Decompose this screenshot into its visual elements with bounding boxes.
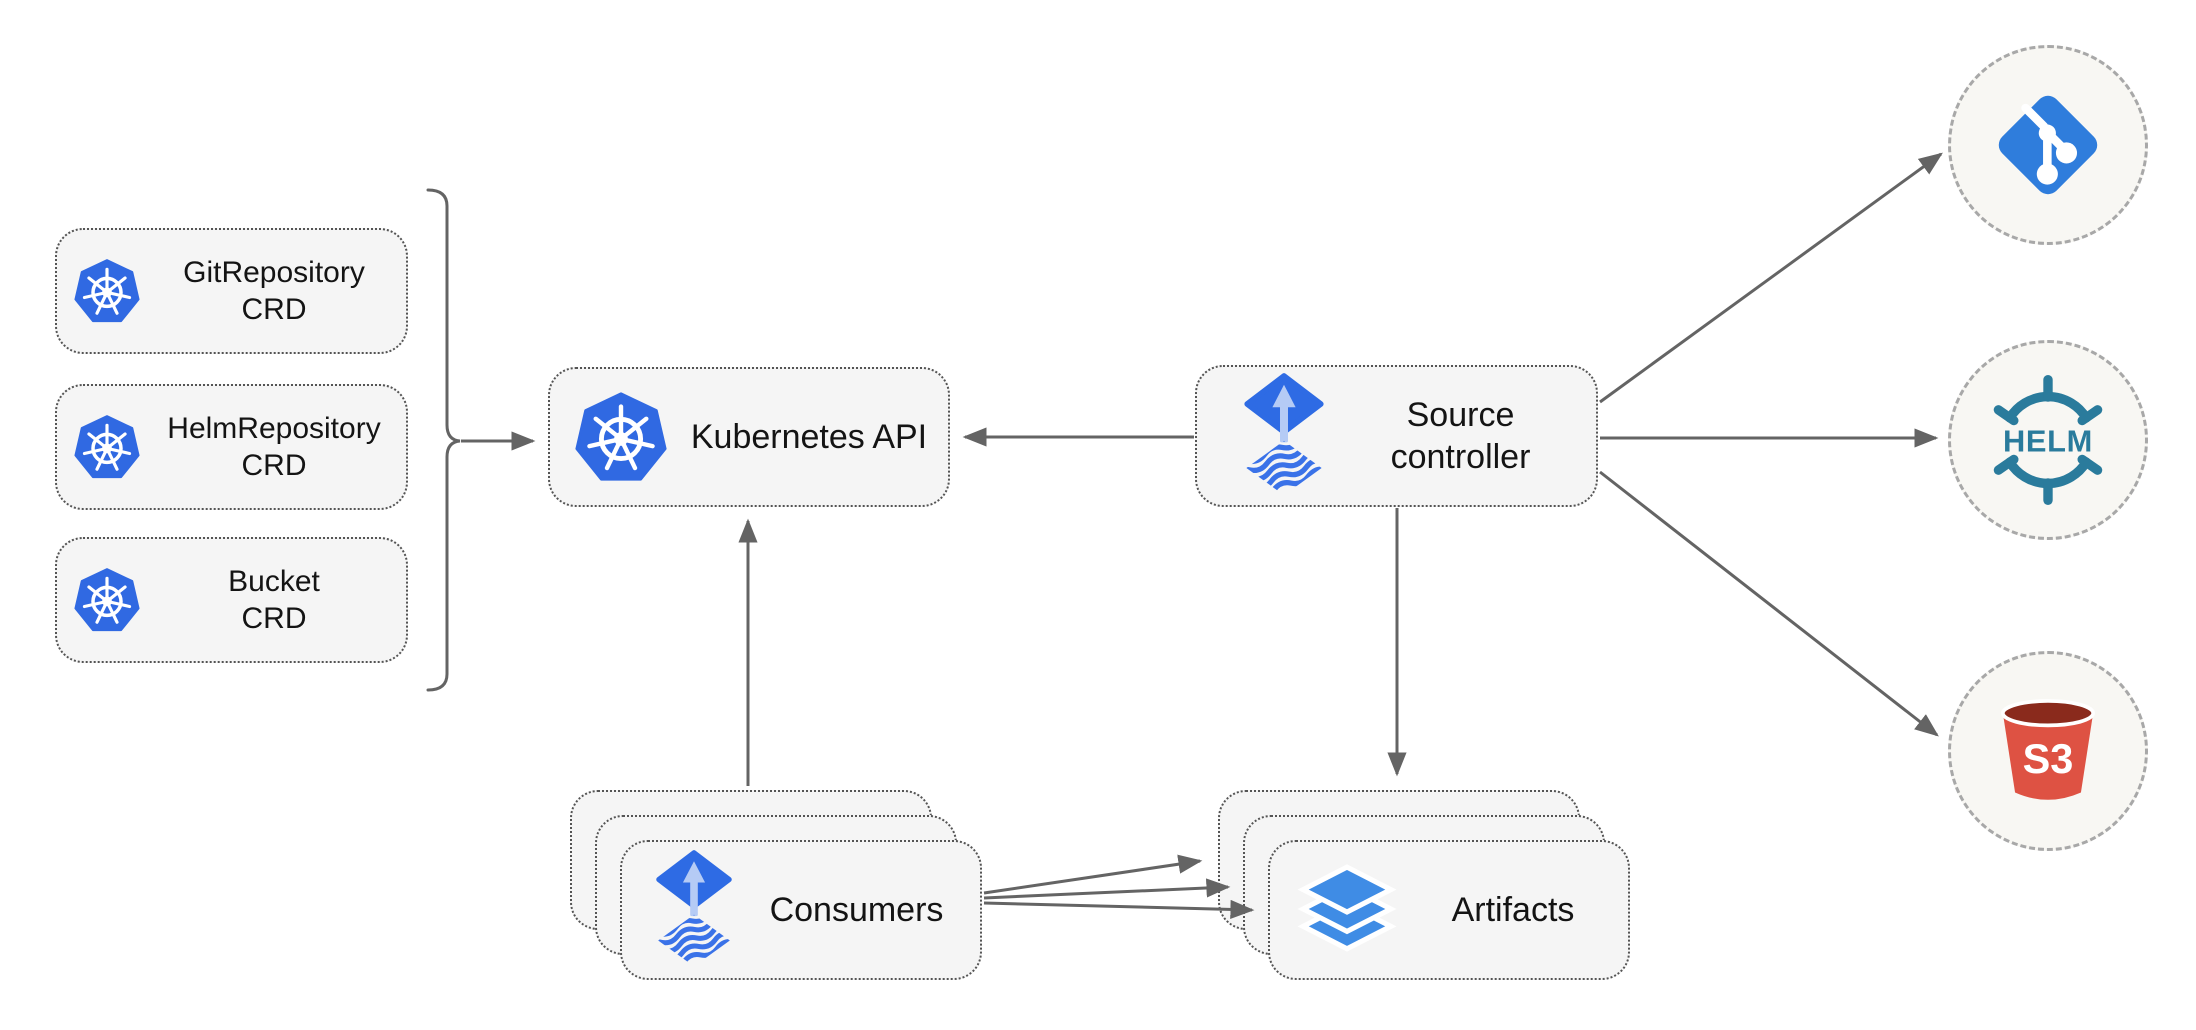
crd-label-line1: GitRepository [183, 256, 365, 289]
flux-icon [655, 849, 733, 971]
artifacts-label: Artifacts [1451, 891, 1575, 929]
node-artifacts-stack: Artifacts [1218, 790, 1630, 980]
helm-wordmark: HELM [2003, 423, 2093, 458]
kubernetes-icon [72, 412, 142, 482]
helm-icon: HELM [1981, 373, 2115, 507]
source-label-line1: Source [1406, 396, 1515, 434]
node-git-repository [1948, 45, 2148, 245]
arrow-consumers-to-artifacts-3 [983, 899, 1255, 920]
crd-label-line2: CRD [241, 602, 307, 635]
curly-brace-crds [426, 188, 461, 692]
git-icon [1982, 79, 2114, 211]
s3-wordmark: S3 [2023, 735, 2074, 782]
kubernetes-icon [72, 565, 142, 635]
node-gitrepository-crd: GitRepository CRD [55, 228, 408, 354]
node-label: Bucket CRD [142, 563, 406, 637]
node-kubernetes-api: Kubernetes API [548, 367, 950, 507]
arrow-source-to-git [1599, 152, 1943, 404]
node-source-controller: Source controller [1195, 365, 1598, 507]
node-artifacts: Artifacts [1268, 840, 1630, 980]
consumers-label: Consumers [769, 891, 944, 929]
crd-label-line2: CRD [241, 449, 307, 482]
source-label-line2: controller [1390, 438, 1531, 476]
s3-bucket-icon: S3 [1987, 690, 2109, 812]
arrow-consumers-to-artifacts-1 [983, 854, 1203, 895]
source-controller-label: Source controller [1325, 394, 1596, 478]
node-helm-repository: HELM [1948, 340, 2148, 540]
node-consumers-stack: Consumers [570, 790, 982, 980]
node-helmrepository-crd: HelmRepository CRD [55, 384, 408, 510]
node-s3-bucket: S3 [1948, 651, 2148, 851]
node-bucket-crd: Bucket CRD [55, 537, 408, 663]
layers-icon [1296, 863, 1398, 957]
crd-label-line1: HelmRepository [167, 412, 381, 445]
arrow-consumers-to-artifacts-2 [983, 878, 1231, 900]
node-consumers: Consumers [620, 840, 982, 980]
node-label: GitRepository CRD [142, 254, 406, 328]
flux-icon [1243, 372, 1325, 500]
node-label: HelmRepository CRD [142, 410, 406, 484]
arrow-source-to-s3 [1599, 470, 1939, 737]
crd-label-line2: CRD [241, 293, 307, 326]
kubernetes-api-label: Kubernetes API [690, 418, 928, 456]
kubernetes-icon [72, 256, 142, 326]
crd-label-line1: Bucket [228, 565, 320, 598]
kubernetes-icon [572, 388, 670, 486]
